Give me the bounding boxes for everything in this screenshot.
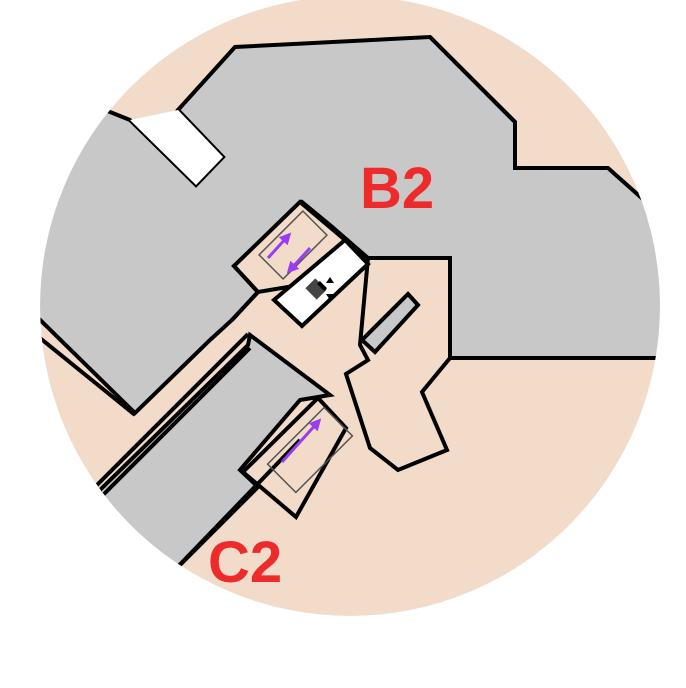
elevator-icon [326,277,334,300]
restroom-icon [305,278,327,300]
corridor-east [343,256,452,473]
zone-label-c2: C2 [208,530,282,595]
corridor-wall-south [98,346,252,500]
corridor-wall-north [90,332,250,492]
escalator-up-down-icon [257,209,329,281]
zone-label-b2: B2 [360,156,434,221]
corridor-wall-joint [230,290,260,322]
building-b2-inner-wall [428,35,608,170]
escalator-up-icon [266,406,354,494]
service-bar [359,291,421,355]
wedge-wall [40,328,137,417]
building-c2-south-wall [163,438,302,582]
building-notch [130,110,223,185]
